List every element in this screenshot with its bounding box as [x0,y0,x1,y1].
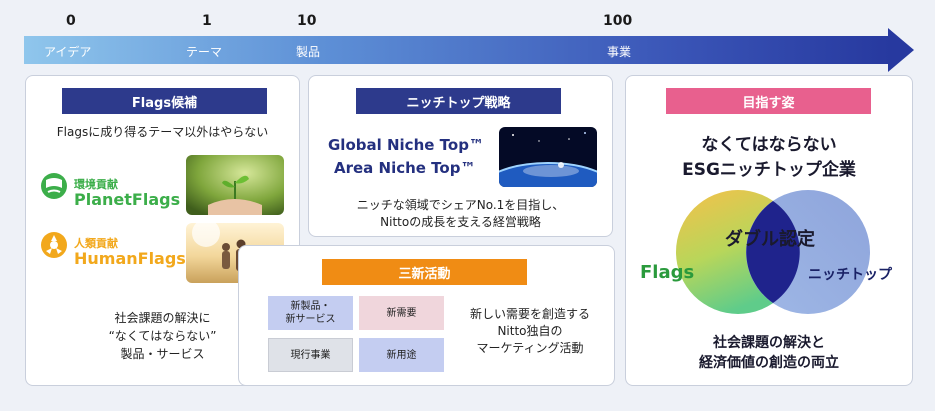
sprout-photo [186,155,284,215]
sanshin-title-pill: 三新活動 [322,259,527,285]
flags-footer-1: 社会課題の解決に [114,311,211,325]
sanshin-desc-1: 新しい需要を創造する [469,307,590,321]
earth-photo [499,127,597,187]
area-niche-top: Area Niche Top™ [334,159,476,177]
niche-desc-1: ニッチな領域でシェアNo.1を目指し、 [356,198,565,212]
venn-diagram [676,190,870,314]
double-certification-label: ダブル認定 [725,229,815,250]
current-business-box: 現行事業 [268,338,353,372]
timeline-number-1: 1 [202,13,212,29]
niche-desc-2: Nittoの成長を支える経営戦略 [380,215,541,229]
new-demand-box: 新需要 [359,296,444,330]
stage-idea: アイデア [44,45,92,59]
planet-flags-small-text: 環境貢献 [74,178,118,191]
new-use-box: 新用途 [359,338,444,372]
stage-business: 事業 [607,45,632,59]
human-flags-small-text: 人類貢献 [74,237,118,250]
timeline-number-10: 10 [297,13,317,29]
flags-subtitle: Flagsに成り得るテーマ以外はやらない [56,125,269,139]
new-product-label-2: 新サービス [285,314,336,325]
human-flags-logo-icon [41,232,67,258]
goal-headline-2: ESGニッチトップ企業 [682,160,856,180]
sanshin-desc-2: Nitto独自の [497,324,563,338]
global-niche-top: Global Niche Top™ [328,136,484,154]
stage-theme: テーマ [186,45,223,59]
timeline-arrow-head [888,28,914,72]
flags-title-pill: Flags候補 [62,88,267,114]
human-flags-name: HumanFlags [74,249,186,268]
stage-product: 製品 [296,45,321,59]
goal-footer-1: 社会課題の解決と [713,335,825,351]
goal-headline-1: なくてはならない [701,135,837,155]
venn-niche-label: ニッチトップ [808,267,892,283]
flags-footer-2: “なくてはならない” [108,329,217,343]
timeline-number-100: 100 [603,13,633,29]
venn-flags-label: Flags [640,262,695,283]
planet-flags-name: PlanetFlags [74,190,181,209]
goal-title-pill: 目指す姿 [666,88,871,114]
timeline-arrow [24,36,890,64]
new-product-box: 新製品・新サービス [268,296,353,330]
timeline-number-0: 0 [66,13,76,29]
sanshin-desc-3: マーケティング活動 [476,341,584,355]
goal-footer-2: 経済価値の創造の両立 [699,355,839,371]
overlap-region [746,201,800,303]
planet-flags-logo-icon [41,173,67,199]
new-product-label-1: 新製品・ [290,301,331,312]
niche-title-pill: ニッチトップ戦略 [356,88,561,114]
flags-footer-3: 製品・サービス [120,347,205,361]
